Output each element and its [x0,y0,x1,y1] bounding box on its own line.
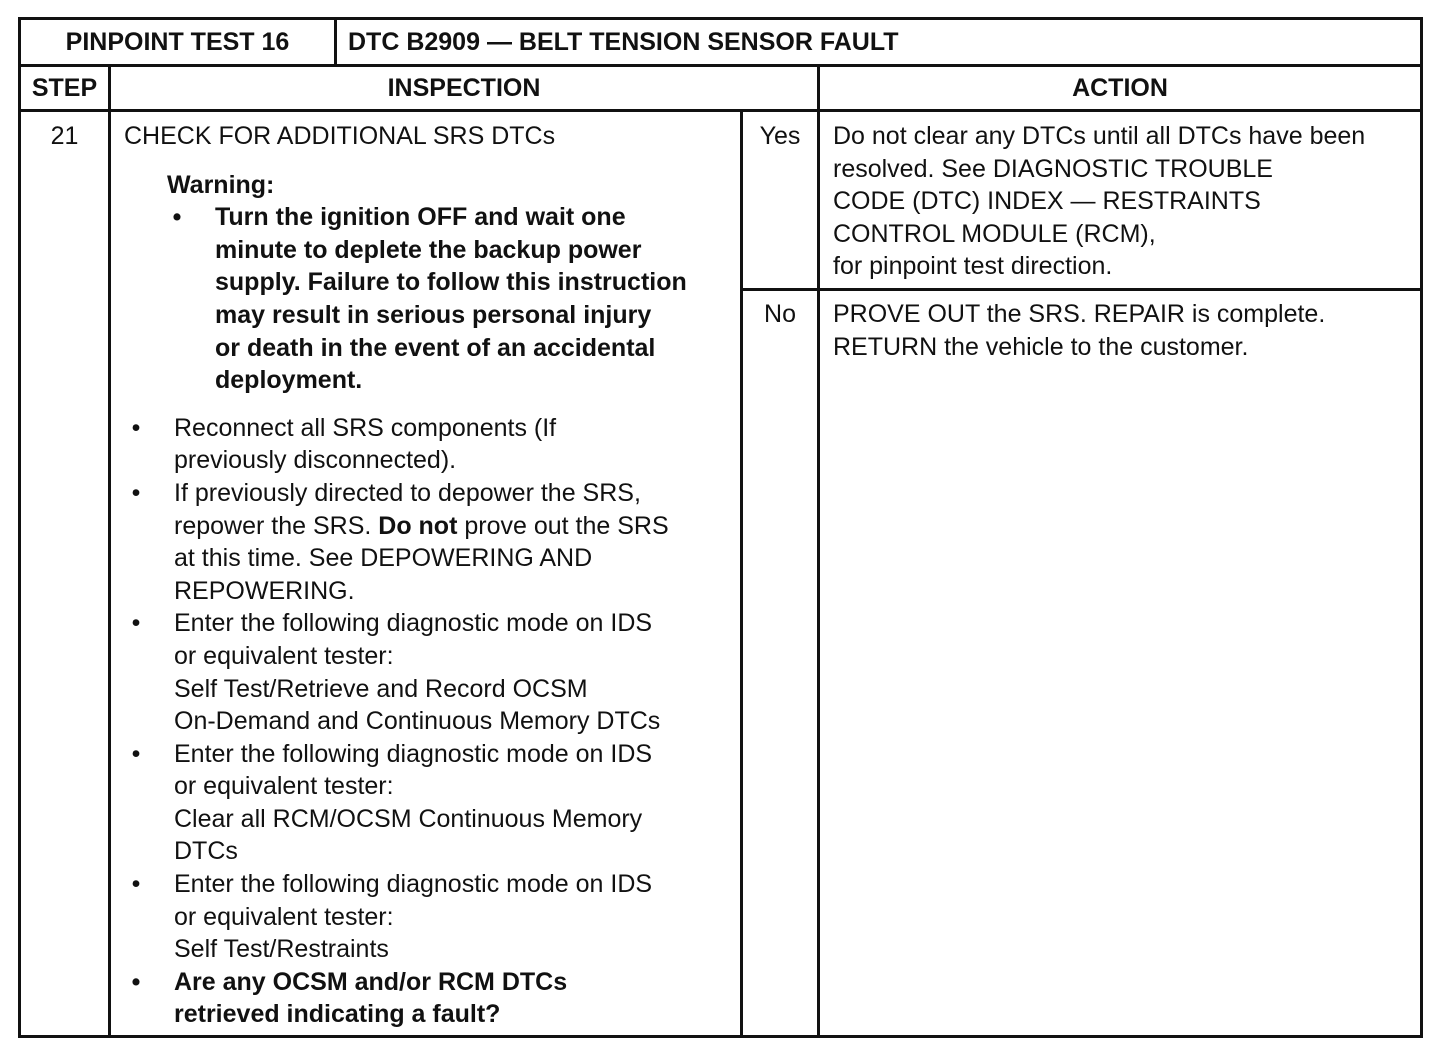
rule-columns-bottom [18,109,1423,112]
list-item: • Enter the following diagnostic mode on… [126,868,736,966]
result-yes-label: Yes [759,122,801,150]
test-label-text: PINPOINT TEST 16 [65,28,290,56]
list-item: • Reconnect all SRS components (If previ… [126,412,736,477]
bullet: • [172,203,182,232]
check-title: CHECK FOR ADDITIONAL SRS DTCs [124,122,556,150]
list-item: • If previously directed to depower the … [126,477,736,607]
rule-yes-no-divider [740,288,1423,291]
procedure-list: • Reconnect all SRS components (If previ… [126,412,736,1031]
warning-block: Warning: • Turn the ignition OFF and wai… [167,169,736,397]
rule-step-divider [108,64,111,1038]
list-item: • Enter the following diagnostic mode on… [126,607,736,737]
rule-action-divider [817,64,820,1038]
column-header-action: ACTION [1072,74,1168,102]
bullet: • [131,870,141,899]
rule-title-divider [334,17,337,65]
bullet: • [131,967,141,996]
bullet: • [131,739,141,768]
result-no-label: No [764,300,796,328]
dtc-title: DTC B2909 — BELT TENSION SENSOR FAULT [348,20,1418,64]
bullet: • [131,478,141,507]
list-item: • Enter the following diagnostic mode on… [126,738,736,868]
step-number: 21 [50,122,79,150]
emphasis-do-not: Do not [378,511,458,540]
rule-title-bottom [18,64,1423,67]
inspection-content: CHECK FOR ADDITIONAL SRS DTCs Warning: •… [124,120,736,1031]
rule-inspection-divider [740,109,743,1038]
warning-label: Warning: [167,170,275,199]
no-action: PROVE OUT the SRS. REPAIR is complete. R… [833,300,1326,361]
yes-action: Do not clear any DTCs until all DTCs hav… [833,122,1366,281]
bullet: • [131,609,141,638]
warning-item: • Turn the ignition OFF and wait one min… [167,201,736,397]
pinpoint-test-table [18,17,1423,1038]
list-item-question: • Are any OCSM and/or RCM DTCs retrieved… [126,966,736,1031]
column-header-inspection: INSPECTION [387,74,541,102]
column-header-step: STEP [31,74,98,102]
bullet: • [131,413,141,442]
test-label: PINPOINT TEST 16 [21,20,334,64]
dtc-title-text: DTC B2909 — BELT TENSION SENSOR FAULT [348,28,899,56]
